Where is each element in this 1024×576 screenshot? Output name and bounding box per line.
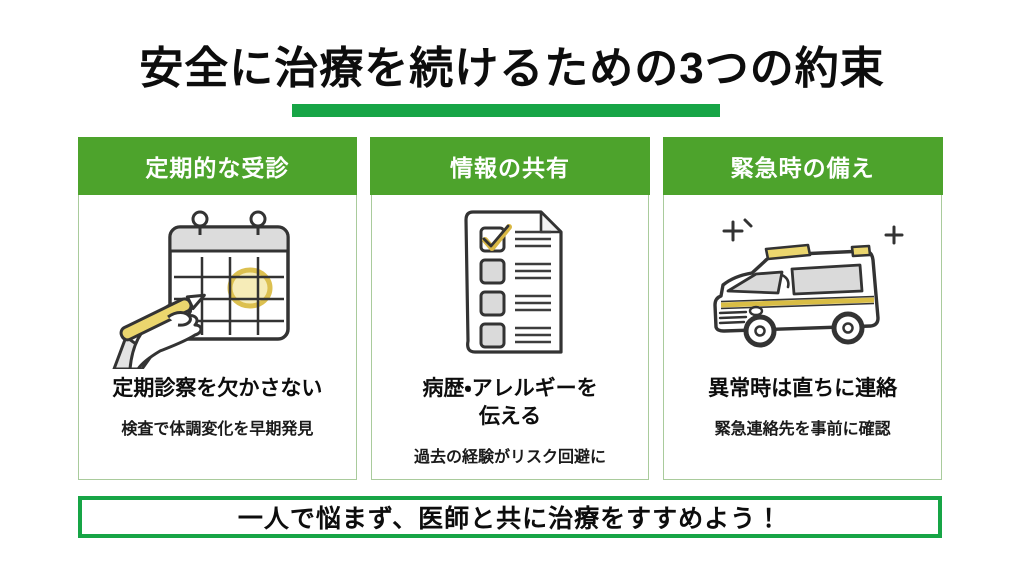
card-subtitle: 検査で体調変化を早期発見 [121,420,314,438]
card-title: 病歴・アレルギーを 伝える [422,376,598,428]
title-underline [292,104,720,117]
card-emergency-preparedness: 緊急時の備え [662,136,943,480]
card-heading: 緊急時の備え [662,136,943,195]
card-regular-checkups: 定期的な受診 [77,136,358,480]
card-title: 異常時は直ちに連絡 [708,376,898,400]
page-title: 安全に治療を続けるための3つの約束 [139,44,885,93]
card-title: 定期診察を欠かさない [112,376,323,400]
card-heading: 情報の共有 [370,136,650,195]
cards-row: 定期的な受診 [77,136,943,480]
card-subtitle: 過去の経験がリスク回避に [414,449,607,467]
card-heading: 定期的な受診 [77,136,358,195]
bottom-banner: 一人で悩まず、医師と共に治療をすすめよう！ [78,496,942,538]
ambulance-icon [664,195,941,375]
card-information-sharing: 情報の共有 [370,136,650,480]
card-subtitle: 緊急連絡先を事前に確認 [714,420,891,438]
calendar-icon [79,195,356,375]
checklist-icon [372,195,649,375]
banner-message: 一人で悩まず、医師と共に治療をすすめよう！ [237,505,783,533]
